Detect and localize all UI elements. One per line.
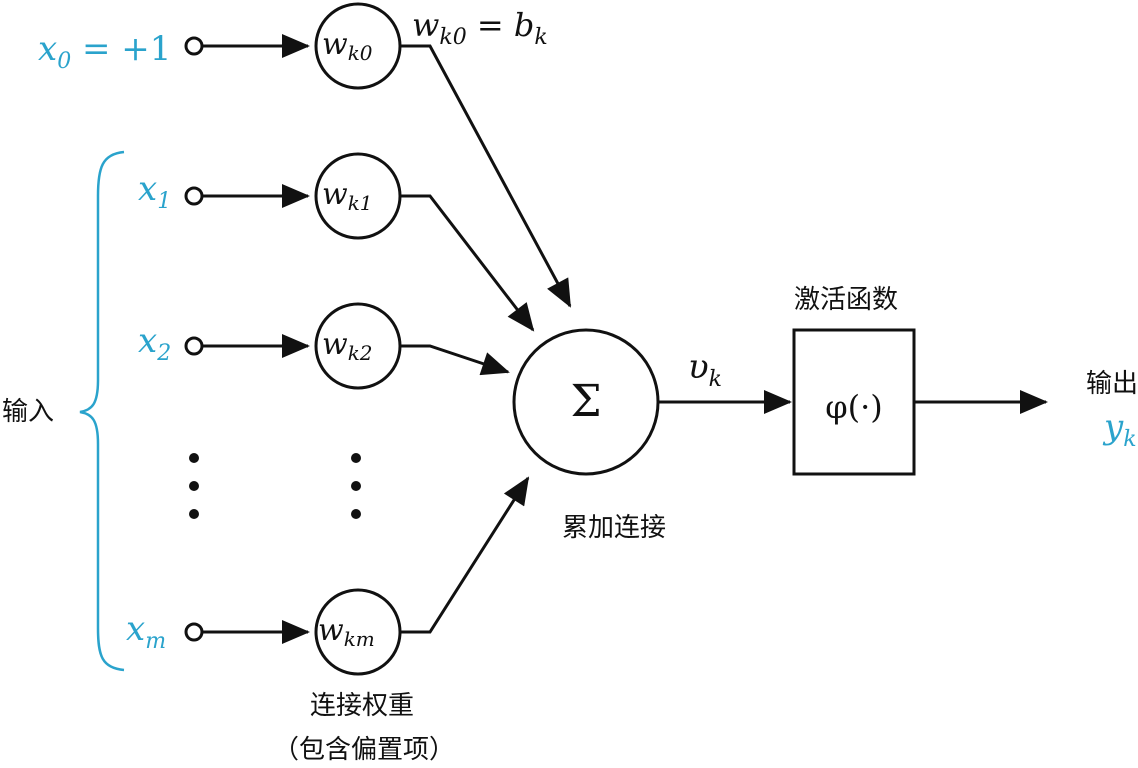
weight-w2-label: wk2 — [322, 327, 373, 365]
input-x2-label: x2 — [138, 321, 171, 366]
input-x0-label: x0 = +1 — [38, 29, 171, 74]
weight-wm-label: wkm — [318, 613, 375, 651]
ellipsis-dot-inputs-1 — [189, 453, 199, 463]
connection-w2-to-sum — [400, 344, 510, 376]
input-brace — [79, 150, 125, 672]
activation-box — [792, 328, 916, 476]
ellipsis-dot-inputs-2 — [189, 481, 199, 491]
input-terminal-x1 — [184, 186, 204, 206]
summation-symbol: Σ — [570, 376, 601, 427]
connection-w0-to-sum — [400, 44, 572, 308]
sum-output-label: υk — [688, 347, 722, 392]
ellipsis-dot-weights-1 — [351, 453, 361, 463]
connection-w1-to-sum — [400, 194, 535, 332]
input-xm-label: xm — [126, 609, 166, 654]
input-terminal-x0 — [184, 36, 204, 56]
weights-caption-line1: 连接权重 — [310, 691, 414, 721]
ellipsis-dot-weights-3 — [351, 509, 361, 519]
ellipsis-dot-weights-2 — [351, 481, 361, 491]
output-label: 输出 — [1086, 369, 1138, 399]
weight-w1-label: wk1 — [322, 177, 373, 215]
ellipsis-dot-inputs-3 — [189, 509, 199, 519]
weights-caption-line2: （包含偏置项） — [273, 735, 455, 765]
input-terminal-xm — [184, 622, 204, 642]
activation-function: φ(·) — [825, 388, 883, 426]
output-y-label: yk — [1102, 407, 1137, 452]
weight-w0-label: wk0 — [322, 27, 373, 65]
activation-label: 激活函数 — [794, 285, 898, 315]
bias-equation: wk0 = bk — [412, 6, 548, 50]
input-terminal-x2 — [184, 336, 204, 356]
input-x1-label: x1 — [138, 169, 171, 214]
inputs-label: 输入 — [2, 397, 54, 427]
connection-wm-to-sum — [400, 476, 530, 634]
summation-label: 累加连接 — [562, 513, 666, 543]
